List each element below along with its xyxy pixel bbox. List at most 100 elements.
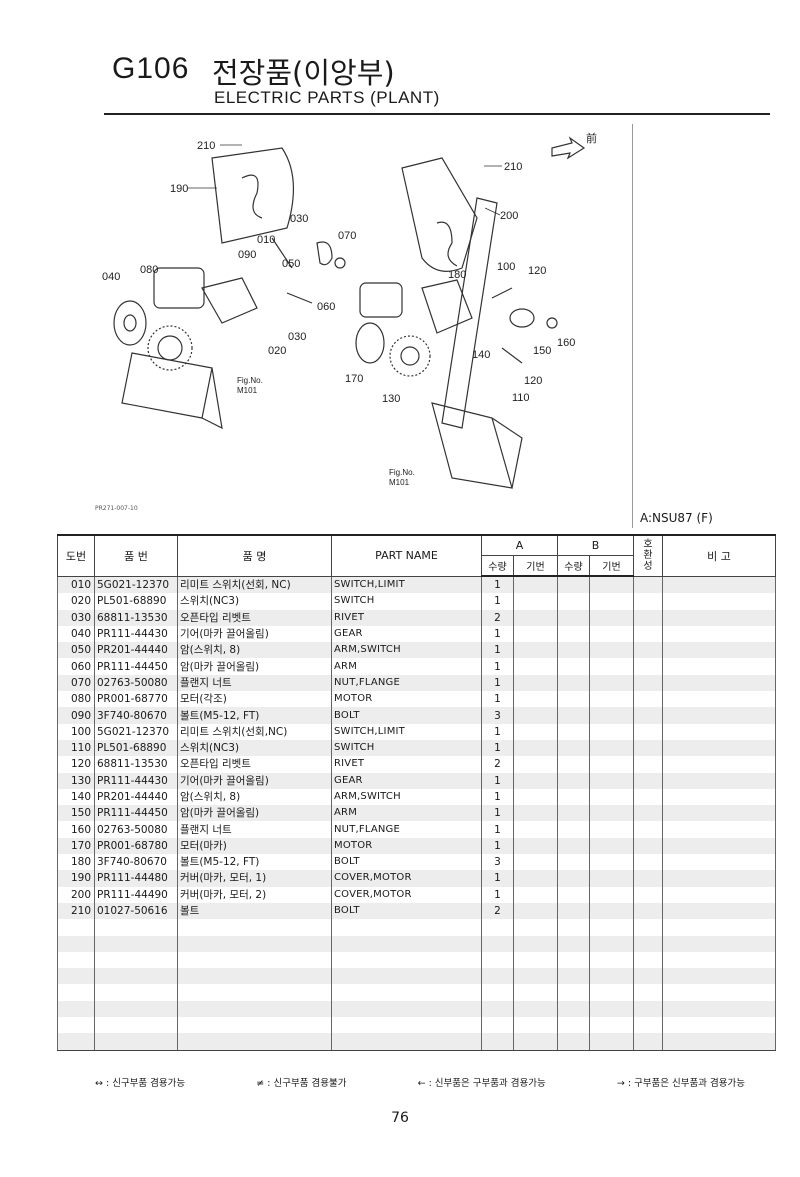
empty-cell	[331, 935, 482, 952]
cell-part-code: PR111-44430	[94, 772, 178, 789]
cell-part-name: ARM	[331, 805, 482, 822]
empty-cell	[57, 919, 95, 936]
empty-cell	[513, 935, 558, 952]
cell-b-base	[588, 772, 635, 789]
cell-a-qty: 3	[481, 854, 514, 871]
cell-name-ko: 암(마카 끌어올림)	[177, 805, 332, 822]
cell-no: 150	[57, 805, 95, 822]
cell-no: 090	[57, 707, 95, 724]
cell-name-ko: 모터(마카)	[177, 837, 332, 855]
cell-name-ko: 리미트 스위치(선회,NC)	[177, 723, 332, 740]
cell-b-base	[588, 658, 635, 675]
cell-compat	[633, 788, 664, 806]
cell-no: 080	[57, 691, 95, 708]
cell-no: 160	[57, 821, 95, 838]
cell-part-name: GEAR	[331, 625, 482, 643]
empty-cell	[662, 951, 777, 969]
cell-a-qty: 3	[481, 707, 514, 724]
empty-cell	[94, 1000, 178, 1018]
empty-cell	[557, 1033, 590, 1051]
section-code: G106	[112, 52, 190, 85]
cell-remark	[662, 739, 777, 757]
cell-a-qty: 1	[481, 723, 514, 740]
cell-a-qty: 1	[481, 674, 514, 692]
cell-a-qty: 1	[481, 739, 514, 757]
cell-a-base	[513, 691, 558, 708]
fig-label-left: Fig.No.	[237, 376, 263, 385]
cell-b-qty	[557, 658, 590, 675]
cell-a-qty: 2	[481, 756, 514, 773]
cell-remark	[662, 756, 777, 773]
cell-a-qty: 1	[481, 691, 514, 708]
cell-name-ko: 커버(마카, 모터, 2)	[177, 886, 332, 903]
callout-090: 090	[238, 249, 256, 261]
callout-030-top: 030	[290, 213, 308, 225]
callout-210-right: 210	[504, 161, 522, 173]
cell-a-base	[513, 772, 558, 789]
empty-cell	[57, 1000, 95, 1018]
cell-a-qty: 1	[481, 593, 514, 610]
cell-part-code: 68811-13530	[94, 756, 178, 773]
cell-remark	[662, 788, 777, 806]
cell-name-ko: 모터(각조)	[177, 691, 332, 708]
cell-b-qty	[557, 886, 590, 903]
cell-part-code: PL501-68890	[94, 739, 178, 757]
table-row-empty	[57, 1017, 777, 1034]
cell-part-name: ARM,SWITCH	[331, 788, 482, 806]
cell-no: 060	[57, 658, 95, 675]
empty-cell	[633, 1000, 664, 1018]
cell-remark	[662, 691, 777, 708]
cell-part-name: GEAR	[331, 772, 482, 789]
empty-cell	[557, 1017, 590, 1034]
empty-cell	[588, 1000, 635, 1018]
empty-cell	[481, 968, 514, 985]
cell-a-qty: 1	[481, 805, 514, 822]
cell-a-base	[513, 674, 558, 692]
cell-no: 070	[57, 674, 95, 692]
cell-no: 180	[57, 854, 95, 871]
legend-item: → : 구부품은 신부품과 겸용가능	[616, 1078, 745, 1089]
empty-cell	[588, 919, 635, 936]
table-row-empty	[57, 984, 777, 1001]
empty-cell	[557, 919, 590, 936]
cell-a-base	[513, 642, 558, 659]
empty-cell	[557, 1000, 590, 1018]
empty-cell	[57, 968, 95, 985]
empty-cell	[513, 1000, 558, 1018]
empty-cell	[481, 1033, 514, 1051]
cell-a-qty: 1	[481, 821, 514, 838]
callout-100: 100	[497, 261, 515, 273]
empty-cell	[177, 919, 332, 936]
cell-remark	[662, 609, 777, 626]
cell-name-ko: 암(스위치, 8)	[177, 642, 332, 659]
empty-cell	[588, 951, 635, 969]
table-row-empty	[57, 1033, 777, 1051]
cell-b-base	[588, 576, 635, 594]
cell-part-code: PR201-44440	[94, 642, 178, 659]
cell-part-name: MOTOR	[331, 837, 482, 855]
empty-cell	[94, 935, 178, 952]
empty-cell	[662, 1017, 777, 1034]
cell-compat	[633, 886, 664, 903]
empty-cell	[557, 984, 590, 1001]
empty-cell	[481, 1000, 514, 1018]
callout-060: 060	[317, 301, 335, 313]
cell-b-qty	[557, 609, 590, 626]
empty-cell	[94, 951, 178, 969]
callout-210-left: 210	[197, 140, 215, 152]
cell-a-base	[513, 821, 558, 838]
cell-name-ko: 플랜지 너트	[177, 821, 332, 838]
empty-cell	[557, 968, 590, 985]
empty-cell	[481, 1017, 514, 1034]
callout-050: 050	[282, 258, 300, 270]
cell-part-code: 5G021-12370	[94, 723, 178, 740]
callout-080: 080	[140, 264, 158, 276]
cell-remark	[662, 625, 777, 643]
